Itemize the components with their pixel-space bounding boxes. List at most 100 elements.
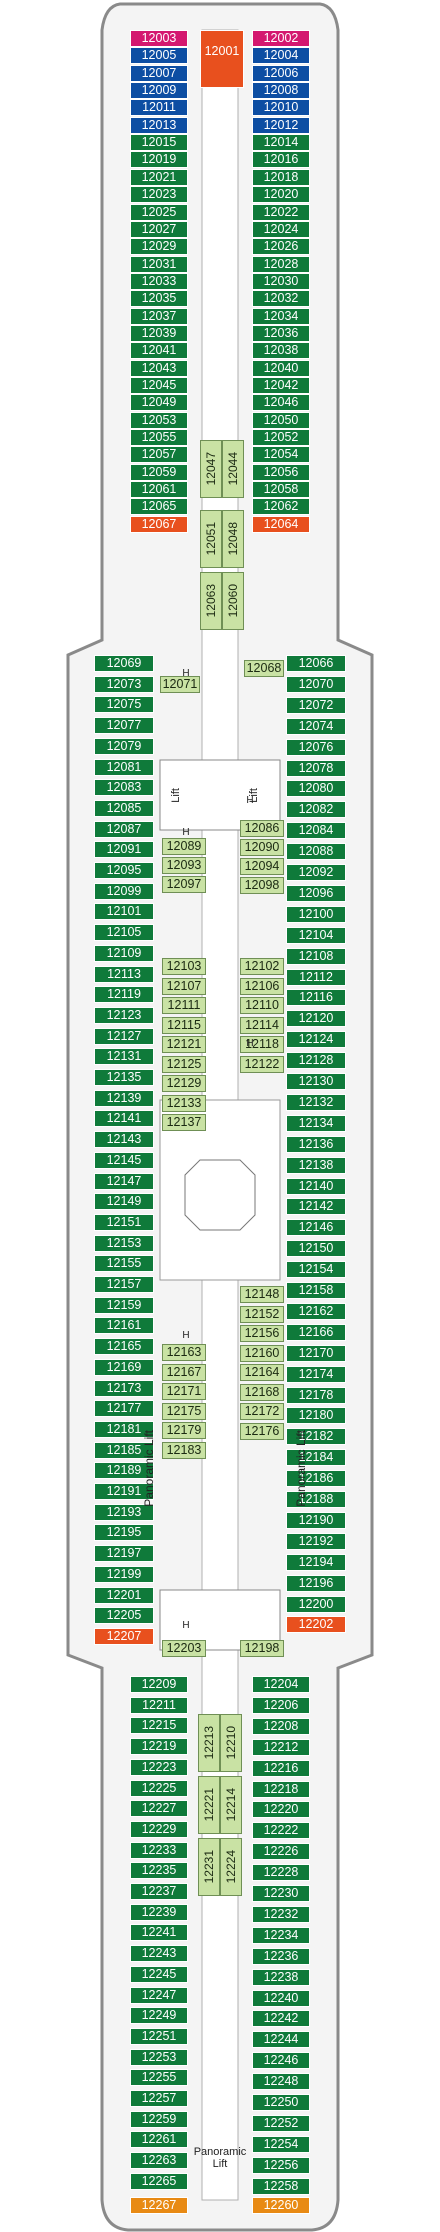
- cabin-12162[interactable]: 12162: [286, 1302, 346, 1320]
- cabin-12193[interactable]: 12193: [94, 1503, 154, 1521]
- cabin-12141[interactable]: 12141: [94, 1110, 154, 1128]
- cabin-12258[interactable]: 12258: [252, 2177, 310, 2195]
- cabin-12174[interactable]: 12174: [286, 1365, 346, 1383]
- cabin-12145[interactable]: 12145: [94, 1151, 154, 1169]
- cabin-12225[interactable]: 12225: [130, 1779, 188, 1797]
- cabin-12042[interactable]: 12042: [252, 377, 310, 394]
- cabin-12105[interactable]: 12105: [94, 924, 154, 942]
- cabin-12088[interactable]: 12088: [286, 843, 346, 861]
- cabin-12058[interactable]: 12058: [252, 481, 310, 499]
- cabin-12092[interactable]: 12092: [286, 864, 346, 881]
- cabin-12004[interactable]: 12004: [252, 47, 310, 65]
- cabin-12021[interactable]: 12021: [130, 168, 188, 186]
- cabin-12263[interactable]: 12263: [130, 2152, 188, 2170]
- cabin-12015[interactable]: 12015: [130, 134, 188, 152]
- cabin-12246[interactable]: 12246: [252, 2052, 310, 2070]
- cabin-12179[interactable]: 12179: [162, 1422, 206, 1439]
- cabin-12214[interactable]: 12214: [220, 1776, 242, 1834]
- cabin-12142[interactable]: 12142: [286, 1198, 346, 1216]
- cabin-12220[interactable]: 12220: [252, 1801, 310, 1819]
- cabin-12114[interactable]: 12114: [240, 1016, 284, 1034]
- cabin-12110[interactable]: 12110: [240, 997, 284, 1014]
- cabin-12125[interactable]: 12125: [162, 1055, 206, 1073]
- cabin-12037[interactable]: 12037: [130, 307, 188, 325]
- cabin-12219[interactable]: 12219: [130, 1738, 188, 1756]
- cabin-12022[interactable]: 12022: [252, 203, 310, 221]
- cabin-12216[interactable]: 12216: [252, 1759, 310, 1777]
- cabin-12091[interactable]: 12091: [94, 841, 154, 859]
- cabin-12069[interactable]: 12069: [94, 655, 154, 672]
- cabin-12132[interactable]: 12132: [286, 1093, 346, 1111]
- cabin-12100[interactable]: 12100: [286, 905, 346, 923]
- cabin-12109[interactable]: 12109: [94, 944, 154, 962]
- cabin-12016[interactable]: 12016: [252, 151, 310, 169]
- cabin-12188[interactable]: 12188: [286, 1491, 346, 1508]
- cabin-12149[interactable]: 12149: [94, 1193, 154, 1211]
- cabin-12254[interactable]: 12254: [252, 2135, 310, 2153]
- cabin-12186[interactable]: 12186: [286, 1470, 346, 1488]
- cabin-12095[interactable]: 12095: [94, 862, 154, 879]
- cabin-12165[interactable]: 12165: [94, 1338, 154, 1356]
- cabin-12138[interactable]: 12138: [286, 1156, 346, 1174]
- cabin-12078[interactable]: 12078: [286, 759, 346, 777]
- cabin-12014[interactable]: 12014: [252, 134, 310, 152]
- cabin-12233[interactable]: 12233: [130, 1841, 188, 1859]
- cabin-12218[interactable]: 12218: [252, 1780, 310, 1798]
- cabin-12094[interactable]: 12094: [240, 858, 284, 875]
- cabin-12171[interactable]: 12171: [162, 1383, 206, 1400]
- cabin-12255[interactable]: 12255: [130, 2069, 188, 2087]
- cabin-12068[interactable]: 12068: [244, 660, 284, 677]
- cabin-12227[interactable]: 12227: [130, 1800, 188, 1818]
- cabin-12257[interactable]: 12257: [130, 2090, 188, 2107]
- cabin-12060[interactable]: 12060: [222, 572, 244, 630]
- cabin-12057[interactable]: 12057: [130, 446, 188, 464]
- cabin-12234[interactable]: 12234: [252, 1926, 310, 1944]
- cabin-12224[interactable]: 12224: [220, 1838, 242, 1896]
- cabin-12023[interactable]: 12023: [130, 186, 188, 204]
- cabin-12005[interactable]: 12005: [130, 47, 188, 65]
- cabin-12208[interactable]: 12208: [252, 1717, 310, 1735]
- cabin-12223[interactable]: 12223: [130, 1758, 188, 1776]
- cabin-12020[interactable]: 12020: [252, 186, 310, 204]
- cabin-12045[interactable]: 12045: [130, 377, 188, 394]
- cabin-12134[interactable]: 12134: [286, 1114, 346, 1132]
- cabin-12198[interactable]: 12198: [240, 1640, 284, 1657]
- cabin-12123[interactable]: 12123: [94, 1006, 154, 1024]
- cabin-12118[interactable]: 12118: [240, 1036, 284, 1053]
- cabin-12049[interactable]: 12049: [130, 394, 188, 412]
- cabin-12245[interactable]: 12245: [130, 1965, 188, 1983]
- cabin-12082[interactable]: 12082: [286, 801, 346, 819]
- cabin-12099[interactable]: 12099: [94, 882, 154, 900]
- cabin-12248[interactable]: 12248: [252, 2073, 310, 2091]
- cabin-12137[interactable]: 12137: [162, 1114, 206, 1131]
- cabin-12201[interactable]: 12201: [94, 1586, 154, 1604]
- cabin-12252[interactable]: 12252: [252, 2114, 310, 2132]
- cabin-12207[interactable]: 12207: [94, 1627, 154, 1645]
- cabin-12074[interactable]: 12074: [286, 717, 346, 735]
- cabin-12178[interactable]: 12178: [286, 1386, 346, 1404]
- cabin-12205[interactable]: 12205: [94, 1607, 154, 1625]
- cabin-12163[interactable]: 12163: [162, 1344, 206, 1361]
- cabin-12116[interactable]: 12116: [286, 989, 346, 1007]
- cabin-12102[interactable]: 12102: [240, 958, 284, 975]
- cabin-12189[interactable]: 12189: [94, 1462, 154, 1480]
- cabin-12150[interactable]: 12150: [286, 1240, 346, 1258]
- cabin-12156[interactable]: 12156: [240, 1325, 284, 1342]
- cabin-12222[interactable]: 12222: [252, 1822, 310, 1840]
- cabin-12012[interactable]: 12012: [252, 116, 310, 134]
- cabin-12097[interactable]: 12097: [162, 876, 206, 893]
- cabin-12001[interactable]: 12001: [200, 30, 244, 88]
- cabin-12031[interactable]: 12031: [130, 255, 188, 273]
- cabin-12101[interactable]: 12101: [94, 903, 154, 921]
- cabin-12051[interactable]: 12051: [200, 510, 222, 568]
- cabin-12238[interactable]: 12238: [252, 1968, 310, 1986]
- cabin-12181[interactable]: 12181: [94, 1420, 154, 1438]
- cabin-12177[interactable]: 12177: [94, 1400, 154, 1418]
- cabin-12170[interactable]: 12170: [286, 1344, 346, 1362]
- cabin-12241[interactable]: 12241: [130, 1924, 188, 1942]
- cabin-12240[interactable]: 12240: [252, 1989, 310, 2007]
- cabin-12167[interactable]: 12167: [162, 1363, 206, 1381]
- cabin-12153[interactable]: 12153: [94, 1234, 154, 1252]
- cabin-12011[interactable]: 12011: [130, 99, 188, 117]
- cabin-12203[interactable]: 12203: [162, 1640, 206, 1657]
